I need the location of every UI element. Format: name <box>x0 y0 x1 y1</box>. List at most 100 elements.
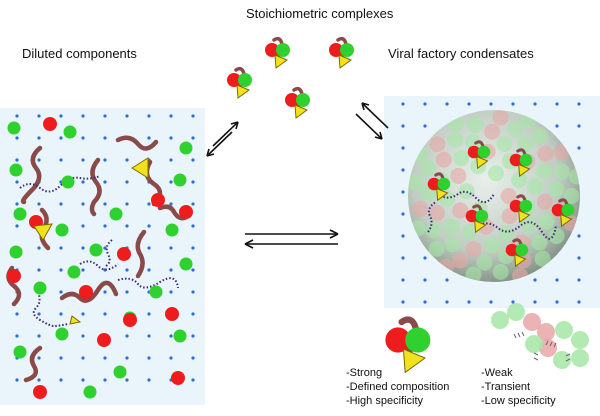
protein-red-sphere-icon <box>509 199 523 213</box>
protein-red-sphere-icon <box>467 145 481 159</box>
faint-protein-icon <box>464 134 481 151</box>
protein-green-sphere-icon <box>165 223 179 237</box>
blue-dot <box>191 202 195 206</box>
faint-protein-icon <box>443 218 460 235</box>
blue-dot <box>169 356 173 360</box>
blue-dot <box>533 102 537 106</box>
protein-green-sphere-icon <box>149 285 163 299</box>
protein-green-sphere-icon <box>7 121 21 135</box>
protein-red-sphere-icon <box>43 117 57 131</box>
blue-dot <box>15 202 19 206</box>
faint-protein-icon <box>527 178 544 195</box>
protein-green-sphere-icon <box>475 209 489 223</box>
blue-dot <box>147 312 151 316</box>
faint-protein-icon <box>492 110 509 126</box>
blue-dot <box>147 136 151 140</box>
protein-red-sphere-icon <box>285 93 299 107</box>
blue-dot <box>81 202 85 206</box>
complex-icon <box>329 36 354 69</box>
blue-dot <box>169 180 173 184</box>
faint-protein-icon <box>435 151 452 168</box>
blue-dot <box>423 102 427 106</box>
blue-dot <box>15 136 19 140</box>
blue-dot <box>423 256 427 260</box>
polymer-chain-icon <box>427 201 437 233</box>
red-proteins-left <box>7 117 193 399</box>
faint-protein-icon <box>537 323 555 341</box>
right-equilibrium-arrows-icon <box>355 102 389 140</box>
faint-protein-icon <box>539 339 557 357</box>
blue-dot <box>59 268 63 272</box>
blue-dot <box>103 356 107 360</box>
legend-condensate: -Weak -Transient -Low specificity <box>481 366 556 408</box>
protein-green-sphere-icon <box>55 327 69 341</box>
ligand-triangle-icon <box>514 253 527 268</box>
blue-dot <box>125 378 129 382</box>
blue-dot <box>423 300 427 304</box>
protein-red-sphere-icon <box>97 333 111 347</box>
blue-dot <box>125 180 129 184</box>
ligand-triangle-icon <box>274 54 289 69</box>
polymer-chain-icon <box>32 291 69 328</box>
blue-dot <box>147 334 151 338</box>
condensate-panel <box>384 96 600 308</box>
ligand-triangle-icon <box>518 209 531 224</box>
polymer-chains-right <box>427 190 557 240</box>
protein-green-sphere-icon <box>477 145 491 159</box>
protein-green-sphere-icon <box>238 73 252 87</box>
protein-red-sphere-icon <box>227 73 241 87</box>
complex-icon <box>385 316 431 374</box>
faint-protein-icon <box>536 163 553 180</box>
rna-worm-icon <box>59 280 119 303</box>
blue-dot <box>59 114 63 118</box>
legend-item: -Weak <box>481 367 513 379</box>
protein-green-sphere-icon <box>63 125 77 139</box>
faint-protein-icon <box>571 349 589 367</box>
legend-item: -Strong <box>346 367 383 379</box>
faint-protein-icon <box>420 160 437 177</box>
blue-dot <box>125 114 129 118</box>
blue-dot <box>15 114 19 118</box>
faint-protein-icon <box>450 167 467 184</box>
blue-dot <box>191 246 195 250</box>
legend-stoichiometric: -Strong -Defined composition -High speci… <box>346 366 449 408</box>
blue-dot <box>555 102 559 106</box>
blue-dot <box>191 114 195 118</box>
faint-protein-icon <box>477 218 494 235</box>
protein-red-sphere-icon <box>33 385 47 399</box>
faint-protein-icon <box>523 313 541 331</box>
faint-protein-icon <box>453 150 470 167</box>
blue-dot <box>37 268 41 272</box>
ligand-triangle-icon <box>131 157 149 179</box>
blue-dot <box>577 146 581 150</box>
complex-icon <box>509 194 533 224</box>
protein-red-sphere-icon <box>171 371 185 385</box>
faint-protein-icon <box>534 250 551 267</box>
protein-green-sphere-icon <box>405 327 431 353</box>
protein-green-sphere-icon <box>33 281 47 295</box>
protein-red-sphere-icon <box>329 43 343 57</box>
blue-dot <box>445 300 449 304</box>
ligand-triangle-icon <box>69 315 82 325</box>
blue-dot <box>401 102 405 106</box>
blue-dot <box>401 212 405 216</box>
blue-dot <box>191 158 195 162</box>
blue-dot <box>125 158 129 162</box>
blue-dot <box>445 278 449 282</box>
faint-protein-icon <box>500 188 517 204</box>
faint-protein-icon <box>487 165 504 182</box>
blue-dot <box>81 246 85 250</box>
faint-protein-icon <box>484 237 501 254</box>
faint-protein-icon <box>537 145 554 162</box>
rna-worm-icon <box>89 157 102 217</box>
blue-dot <box>147 114 151 118</box>
left-title: Diluted components <box>22 46 137 61</box>
protein-red-sphere-icon <box>509 153 523 167</box>
faint-protein-icon <box>425 222 442 239</box>
blue-dot <box>37 312 41 316</box>
faint-protein-icon <box>525 335 543 353</box>
blue-dot <box>59 158 63 162</box>
protein-green-sphere-icon <box>55 223 69 237</box>
blue-dot <box>533 278 537 282</box>
protein-red-sphere-icon <box>465 209 479 223</box>
